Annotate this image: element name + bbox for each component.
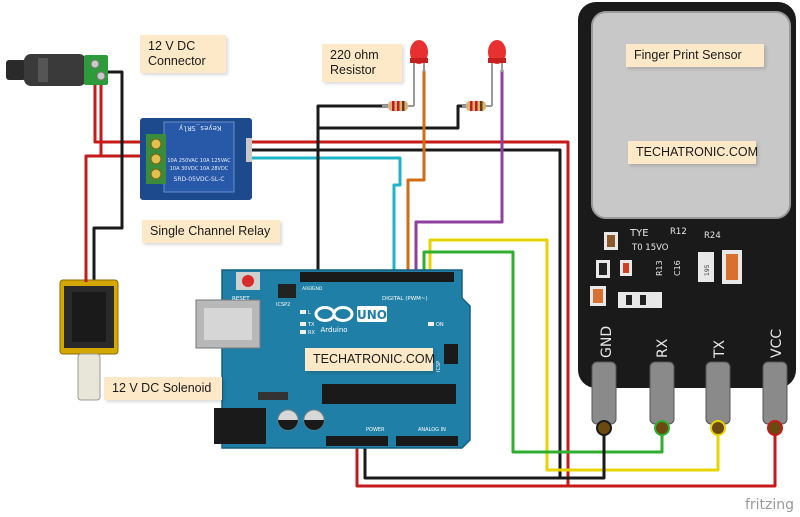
sensor-pin-vcc: VCC: [769, 329, 785, 358]
wires: [84, 70, 777, 488]
relay-model: SRD-05VDC-SL-C: [174, 176, 225, 183]
wire-red-relay-solenoid: [84, 154, 148, 232]
arduino-brand: Arduino: [320, 326, 347, 334]
label-fingerprint-sensor: Finger Print Sensor: [626, 44, 764, 67]
analog-label: ANALOG IN: [418, 427, 446, 433]
digital-label: DIGITAL (PWM~): [382, 296, 428, 302]
icsp-label: ICSP: [436, 361, 442, 372]
solenoid: [59, 232, 119, 401]
gnd-label: GND: [312, 286, 323, 292]
sensor-pin-rx: RX: [655, 338, 671, 358]
label-resistor: 220 ohm Resistor: [322, 44, 402, 82]
wire-orange-led1: [406, 70, 426, 272]
label-dc-connector: 12 V DC Connector: [140, 35, 226, 73]
label-techatronic-arduino: TECHATRONIC.COM: [305, 348, 435, 371]
resistor-1: [382, 100, 415, 111]
power-label: POWER: [366, 427, 385, 433]
icsp2-label: ICSP2: [276, 302, 290, 308]
sensor-tye: TYE: [629, 228, 649, 239]
arduino-logo-icon: [314, 306, 354, 322]
sensor-r13: R13: [655, 260, 664, 276]
sensor-r24: R24: [704, 231, 721, 241]
l-label: L: [308, 310, 311, 316]
arduino-model: UNO: [357, 308, 387, 322]
wire-red-sensor-vcc: [568, 430, 777, 488]
on-label: ON: [436, 322, 444, 328]
sensor-t015vo: T0 15VO: [631, 243, 669, 253]
dc-connector: [6, 54, 108, 86]
sensor-pin-gnd: GND: [599, 326, 615, 358]
led-1: [410, 40, 428, 100]
label-solenoid: 12 V DC Solenoid: [104, 377, 222, 400]
wire-green-rx: [422, 250, 664, 454]
relay-spec1: 10A 250VAC 10A 125VAC: [167, 158, 231, 164]
rx-label: RX: [308, 330, 315, 336]
wire-red-12v: [93, 72, 148, 144]
led-2: [488, 40, 506, 100]
fritzing-watermark: fritzing: [744, 497, 794, 513]
label-relay: Single Channel Relay: [142, 220, 280, 243]
sensor-r12: R12: [670, 227, 687, 237]
tx-label: TX: [307, 322, 315, 328]
relay-spec2: 10A 30VDC 10A 28VDC: [170, 166, 229, 172]
wire-cyan-signal: [250, 156, 402, 272]
wire-purple-led2: [414, 70, 504, 272]
sensor-195: 195: [704, 264, 711, 276]
label-techatronic-sensor: TECHATRONIC.COM: [628, 141, 758, 164]
wire-black-sensor-gnd: [560, 430, 606, 480]
wire-black-dc-solenoid: [92, 70, 124, 282]
resistor-2: [462, 100, 493, 111]
wire-yellow-tx: [428, 238, 720, 472]
aref-label: AREF: [302, 286, 314, 292]
sensor-pin-legs: [591, 361, 788, 436]
wire-black-led1: [316, 104, 388, 272]
relay-brand: Keyes_SRly: [179, 124, 221, 132]
sensor-pin-tx: TX: [712, 339, 728, 359]
sensor-c16: C16: [673, 260, 682, 276]
reset-label: RESET: [232, 296, 250, 302]
relay-module: Keyes_SRly 10A 250VAC 10A 125VAC 10A 30V…: [140, 118, 252, 200]
